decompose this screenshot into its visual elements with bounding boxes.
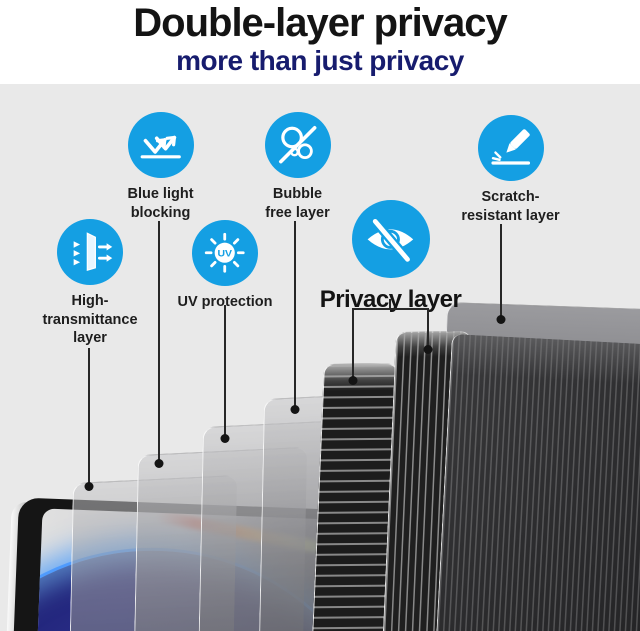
- page-subtitle: more than just privacy: [176, 45, 464, 76]
- scratch-resistant-icon: [477, 115, 544, 181]
- high-transmittance-label: High- transmittance layer: [42, 293, 138, 347]
- feature-bubble-free: Bubble free layer: [225, 112, 370, 222]
- page-title: Double-layer privacy: [133, 1, 508, 45]
- header: Double-layer privacy more than just priv…: [0, 2, 640, 75]
- uv-protection-icon: UV: [192, 220, 258, 286]
- high-transmittance-icon: [57, 219, 123, 285]
- privacy-eye-icon: [351, 200, 430, 278]
- connector-privacy-bracket: [352, 308, 429, 310]
- uv-protection-label: UV protection: [177, 294, 273, 310]
- connector-scratch: [500, 224, 502, 320]
- layer-assembled-privacy-screen: [430, 334, 640, 631]
- feature-blue-light-blocking: Blue light blocking: [88, 112, 233, 222]
- connector-privacy-left: [352, 308, 354, 381]
- connector-privacy-stub: [389, 299, 391, 310]
- scratch-resistant-label: Scratch- resistant layer: [461, 189, 560, 224]
- connector-bubble: [294, 221, 296, 410]
- connector-privacy-right: [427, 308, 429, 350]
- bubble-free-icon: [264, 112, 331, 178]
- connector-blue-light: [158, 221, 160, 464]
- feature-high-transmittance: High- transmittance layer: [15, 219, 165, 348]
- connector-high-transmittance: [88, 348, 90, 487]
- connector-uv: [224, 305, 226, 439]
- feature-uv-protection: UV UV protection: [150, 220, 300, 312]
- blue-light-blocking-label: Blue light blocking: [127, 186, 194, 221]
- bubble-free-label: Bubble free layer: [265, 186, 330, 221]
- uv-icon-text: UV: [218, 249, 233, 260]
- feature-scratch-resistant: Scratch- resistant layer: [428, 115, 593, 225]
- feature-privacy-layer: Privacy layer: [293, 200, 488, 314]
- blue-light-blocking-icon: [127, 112, 194, 178]
